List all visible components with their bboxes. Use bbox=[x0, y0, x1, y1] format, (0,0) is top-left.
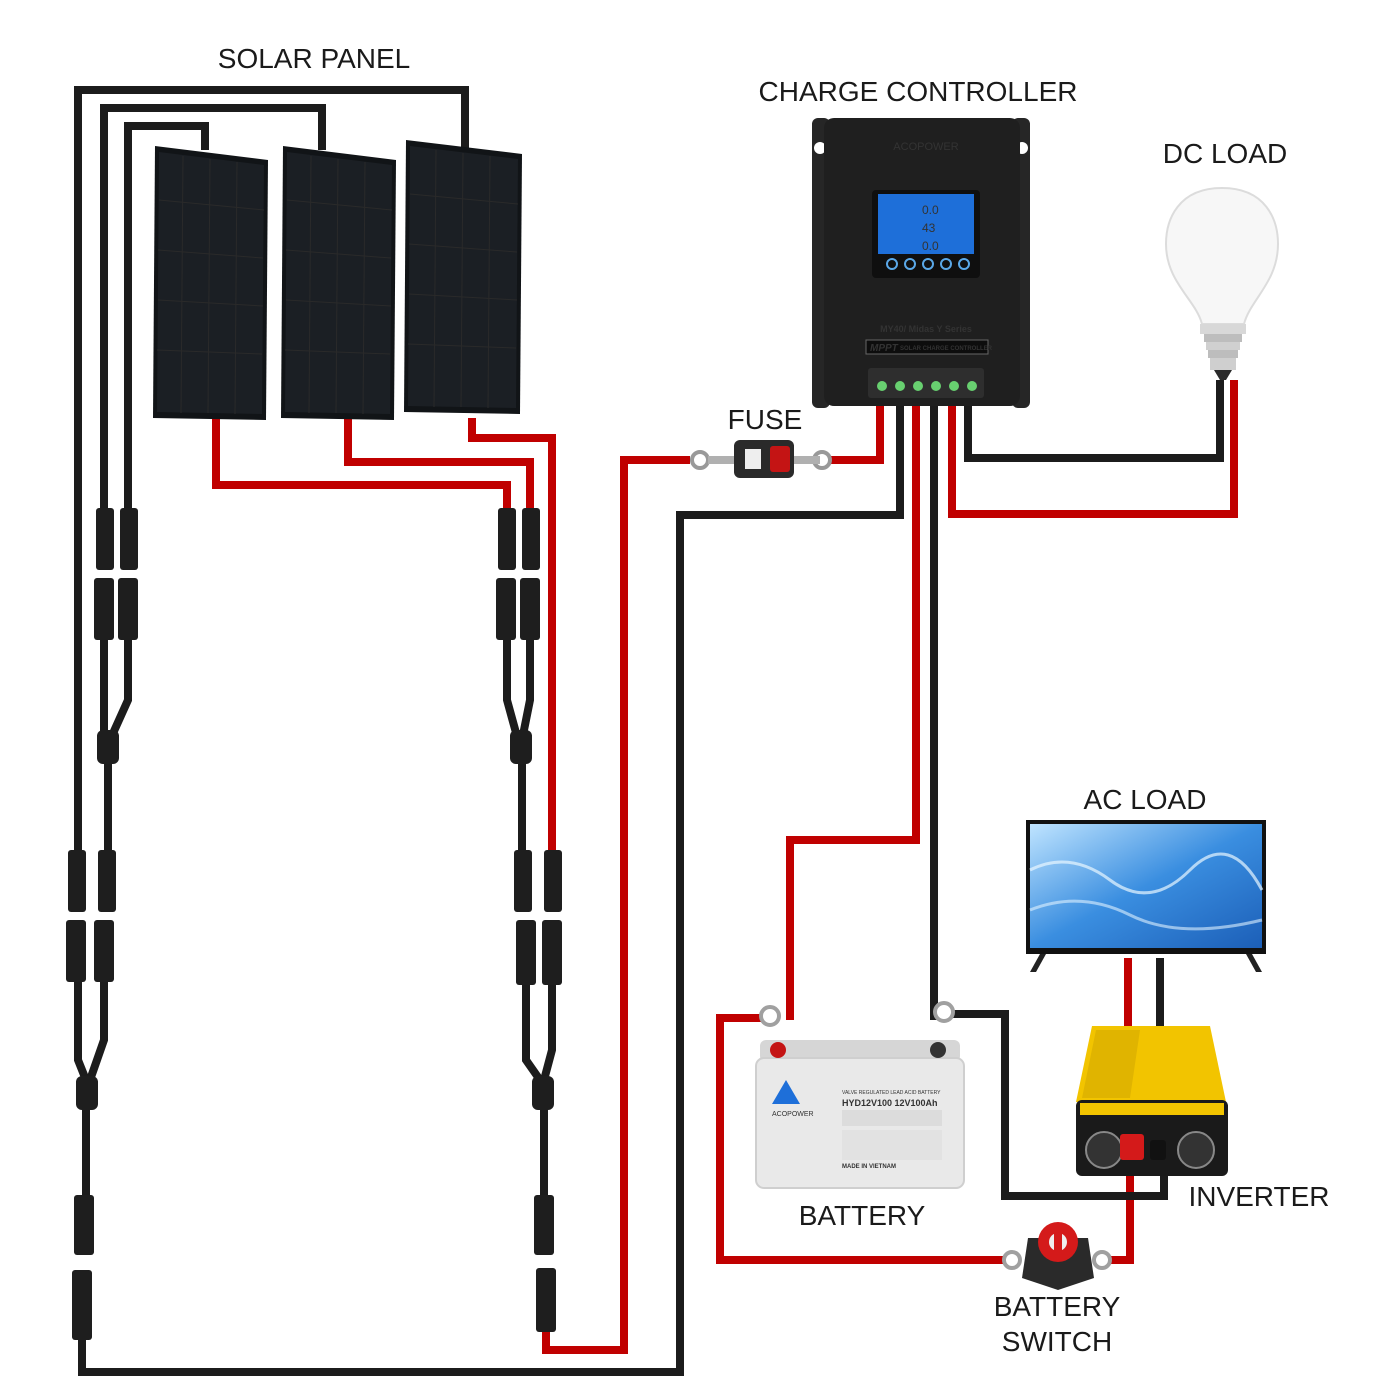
battery-model: HYD12V100 12V100Ah bbox=[842, 1098, 938, 1108]
controller-to-battery-positive bbox=[786, 400, 920, 1020]
panel-2-negative-wire bbox=[100, 104, 326, 510]
controller-lcd-screen bbox=[878, 194, 974, 254]
mc4-connector bbox=[120, 508, 138, 570]
right-branch-d bbox=[540, 985, 556, 1082]
battery-switch bbox=[1002, 1222, 1112, 1290]
left-branch-c bbox=[74, 980, 90, 1082]
array-negative-return bbox=[78, 400, 904, 1376]
lcd-readout-3: 0.0 bbox=[922, 239, 939, 253]
mc4-connector bbox=[536, 1268, 556, 1332]
left-branch-b bbox=[106, 640, 132, 742]
label-solar-panel: SOLAR PANEL bbox=[218, 43, 410, 74]
mc4-connector bbox=[98, 850, 116, 912]
y-branch-joint bbox=[76, 1076, 98, 1110]
label-battery: BATTERY bbox=[799, 1200, 926, 1231]
lcd-readout-1: 0.0 bbox=[922, 203, 939, 217]
mc4-connector bbox=[72, 1270, 92, 1340]
tv-icon bbox=[1026, 820, 1266, 972]
solar-panel-3 bbox=[404, 140, 522, 414]
controller-brand: ACOPOWER bbox=[893, 141, 958, 153]
mc4-connector bbox=[498, 508, 516, 570]
mc4-connectors bbox=[66, 508, 562, 1340]
panel-3-positive-wire bbox=[468, 418, 556, 850]
mc4-connector bbox=[118, 578, 138, 640]
right-branch-b bbox=[518, 640, 534, 741]
mc4-connector bbox=[534, 1195, 554, 1255]
controller-model: MY40/ Midas Y Series bbox=[880, 324, 972, 334]
solar-panel-2 bbox=[281, 146, 396, 420]
battery: ACOPOWER VALVE REGULATED LEAD ACID BATTE… bbox=[755, 1001, 965, 1189]
controller-to-dc-load-negative bbox=[964, 380, 1224, 462]
fuse-to-controller bbox=[820, 400, 884, 464]
mc4-connector bbox=[74, 1195, 94, 1255]
label-battery-switch-line2: SWITCH bbox=[1002, 1326, 1112, 1357]
charge-controller: ACOPOWER 0.0 43 0.0 MY40/ Midas Y Series… bbox=[812, 118, 1030, 408]
y-branch-joint bbox=[532, 1076, 554, 1110]
left-branch-d bbox=[86, 980, 108, 1082]
right-branch-a bbox=[503, 640, 522, 742]
label-dc-load: DC LOAD bbox=[1163, 138, 1287, 169]
panel-3-negative-wire bbox=[74, 86, 469, 850]
battery-origin: MADE IN VIETNAM bbox=[842, 1164, 896, 1170]
wiring bbox=[74, 86, 1238, 1376]
panel-2-positive-wire bbox=[344, 418, 534, 510]
panel-1-positive-wire bbox=[212, 418, 511, 510]
y-branch-joint bbox=[510, 730, 532, 764]
mc4-connector bbox=[520, 578, 540, 640]
mc4-connector bbox=[522, 508, 540, 570]
controller-to-dc-load-positive bbox=[948, 380, 1238, 518]
mc4-connector bbox=[514, 850, 532, 912]
panel-1-negative-wire bbox=[124, 122, 209, 510]
battery-brand: ACOPOWER bbox=[772, 1111, 814, 1118]
solar-panel-1 bbox=[153, 146, 268, 420]
label-charge-controller: CHARGE CONTROLLER bbox=[759, 76, 1078, 107]
label-battery-switch-line1: BATTERY bbox=[994, 1291, 1121, 1322]
solar-panels bbox=[153, 140, 522, 420]
battery-header: VALVE REGULATED LEAD ACID BATTERY bbox=[842, 1090, 941, 1096]
mc4-connector bbox=[94, 578, 114, 640]
y-branch-joint bbox=[97, 730, 119, 764]
mc4-connector bbox=[94, 920, 114, 982]
label-ac-load: AC LOAD bbox=[1084, 784, 1207, 815]
inverter bbox=[1076, 1026, 1228, 1176]
mc4-connector bbox=[68, 850, 86, 912]
array-positive-return bbox=[542, 456, 690, 1354]
mc4-connector bbox=[96, 508, 114, 570]
mc4-connector bbox=[542, 920, 562, 985]
right-branch-c bbox=[522, 985, 544, 1083]
mc4-connector bbox=[516, 920, 536, 985]
controller-product-name: SOLAR CHARGE CONTROLLER bbox=[900, 346, 993, 352]
lcd-readout-2: 43 bbox=[922, 221, 936, 235]
mc4-connector bbox=[496, 578, 516, 640]
label-inverter: INVERTER bbox=[1188, 1181, 1329, 1212]
battery-negative-to-inverter bbox=[950, 1010, 1168, 1200]
controller-mppt-mark: MPPT bbox=[870, 343, 899, 354]
fuse bbox=[690, 440, 832, 478]
switch-to-inverter bbox=[1104, 1170, 1134, 1264]
bulb-icon bbox=[1164, 186, 1280, 380]
label-fuse: FUSE bbox=[728, 404, 803, 435]
battery-to-switch bbox=[716, 1014, 1010, 1264]
mc4-connector bbox=[66, 920, 86, 982]
mc4-connector bbox=[544, 850, 562, 912]
